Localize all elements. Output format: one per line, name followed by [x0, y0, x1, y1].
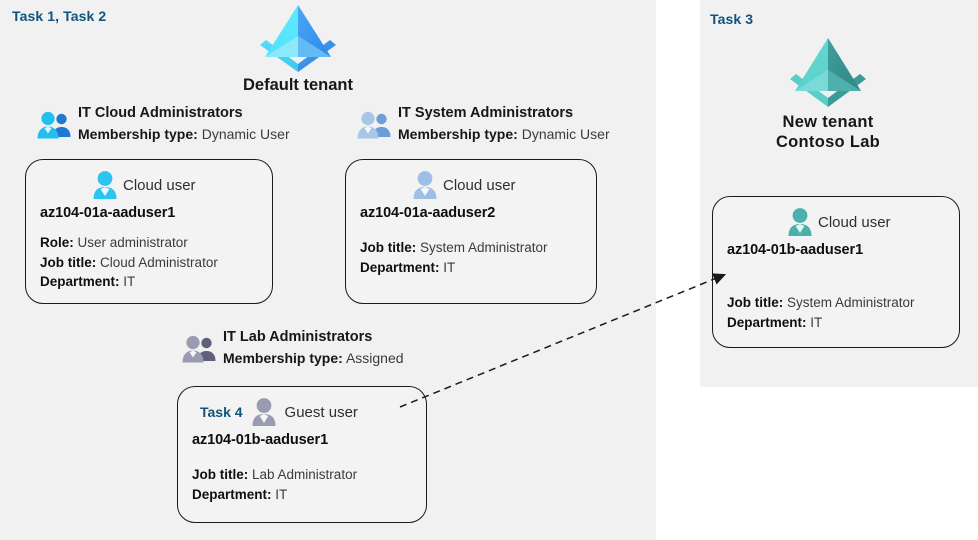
- attribute-label: Job title:: [360, 240, 417, 255]
- attribute-value: IT: [123, 274, 136, 290]
- attribute-label: Job title:: [727, 295, 784, 310]
- group-membership-type: Membership type: Assigned: [223, 348, 404, 368]
- task-label-1-2: Task 1, Task 2: [12, 8, 107, 24]
- default-tenant-name: Default tenant: [242, 76, 353, 94]
- group-it-lab-administrators: IT Lab Administrators Membership type: A…: [181, 327, 404, 368]
- attribute-value: User administrator: [77, 235, 188, 250]
- cloud-user-icon: [93, 171, 117, 199]
- attribute-row: Job title: System Administrator: [360, 238, 582, 258]
- membership-type-label: Membership type:: [78, 125, 198, 142]
- user-card-newtenant-aaduser1[interactable]: Cloud user az104-01b-aaduser1 Job title:…: [712, 196, 960, 348]
- group-it-cloud-administrators: IT Cloud Administrators Membership type:…: [36, 103, 290, 144]
- attribute-row: Job title: Cloud Administrator: [40, 253, 258, 273]
- attribute-row: Department: IT: [192, 485, 412, 505]
- membership-type-value: Assigned: [345, 349, 404, 366]
- group-it-system-administrators: IT System Administrators Membership type…: [356, 103, 610, 144]
- group-membership-type: Membership type: Dynamic User: [78, 124, 290, 144]
- attribute-row: Department: IT: [727, 313, 945, 333]
- tenant-pyramid-icon: [260, 5, 336, 72]
- attribute-label: Department:: [192, 486, 272, 502]
- attribute-value: IT: [443, 259, 456, 275]
- attribute-value: Cloud Administrator: [100, 254, 218, 270]
- card-username: az104-01b-aaduser1: [192, 432, 329, 448]
- card-attributes: Job title: System Administrator Departme…: [360, 238, 582, 277]
- default-tenant-block: Default tenant: [228, 2, 368, 95]
- card-header: Cloud user: [727, 206, 945, 238]
- card-username: az104-01a-aaduser1: [40, 205, 176, 221]
- membership-type-label: Membership type:: [223, 349, 343, 366]
- card-user-type: Cloud user: [818, 213, 891, 231]
- group-users-icon: [37, 111, 71, 139]
- card-attributes: Role: User administrator Job title: Clou…: [40, 233, 258, 292]
- group-membership-type: Membership type: Dynamic User: [398, 124, 610, 144]
- attribute-row: Department: IT: [40, 272, 258, 292]
- task-label-3: Task 3: [710, 11, 754, 27]
- attribute-value: System Administrator: [420, 240, 548, 255]
- attribute-row: Job title: System Administrator: [727, 293, 945, 313]
- user-card-aaduser1[interactable]: Cloud user az104-01a-aaduser1 Role: User…: [25, 159, 273, 304]
- user-card-guest-aaduser1[interactable]: Task 4 Guest user az104-01b-aaduser1 Job…: [177, 386, 427, 523]
- attribute-row: Department: IT: [360, 258, 582, 278]
- group-name: IT Lab Administrators: [223, 329, 373, 345]
- attribute-label: Job title:: [192, 467, 249, 482]
- attribute-value: Lab Administrator: [252, 467, 358, 482]
- attribute-value: IT: [275, 486, 288, 502]
- group-users-icon: [357, 111, 391, 139]
- guest-user-icon: [252, 398, 276, 426]
- cloud-user-icon: [788, 208, 812, 236]
- card-attributes: Job title: Lab Administrator Department:…: [192, 465, 412, 504]
- card-user-type: Guest user: [284, 403, 358, 421]
- card-header: Cloud user: [40, 169, 258, 201]
- card-header: Cloud user: [360, 169, 582, 201]
- attribute-row: Role: User administrator: [40, 233, 258, 253]
- card-username: az104-01b-aaduser1: [727, 242, 864, 258]
- attribute-row: Job title: Lab Administrator: [192, 465, 412, 485]
- attribute-value: System Administrator: [787, 295, 915, 310]
- card-header: Task 4 Guest user: [192, 396, 412, 428]
- membership-type-value: Dynamic User: [521, 125, 610, 142]
- attribute-label: Department:: [727, 314, 807, 330]
- group-name: IT Cloud Administrators: [78, 105, 243, 121]
- card-username: az104-01a-aaduser2: [360, 205, 496, 221]
- group-name: IT System Administrators: [398, 105, 574, 121]
- cloud-user-icon: [413, 171, 437, 199]
- attribute-label: Role:: [40, 235, 74, 250]
- attribute-value: IT: [810, 314, 823, 330]
- user-card-aaduser2[interactable]: Cloud user az104-01a-aaduser2 Job title:…: [345, 159, 597, 304]
- new-tenant-name: New tenant Contoso Lab: [775, 113, 881, 152]
- attribute-label: Department:: [40, 274, 120, 290]
- card-user-type: Cloud user: [123, 176, 196, 194]
- membership-type-value: Dynamic User: [201, 125, 290, 142]
- card-attributes: Job title: System Administrator Departme…: [727, 293, 945, 332]
- group-users-icon: [182, 335, 216, 363]
- task-label-4: Task 4: [200, 404, 243, 420]
- attribute-label: Job title:: [40, 254, 97, 270]
- card-user-type: Cloud user: [443, 176, 516, 194]
- new-tenant-block: New tenant Contoso Lab: [740, 33, 916, 152]
- attribute-label: Department:: [360, 259, 440, 275]
- membership-type-label: Membership type:: [398, 125, 518, 142]
- tenant-pyramid-icon: [790, 38, 866, 107]
